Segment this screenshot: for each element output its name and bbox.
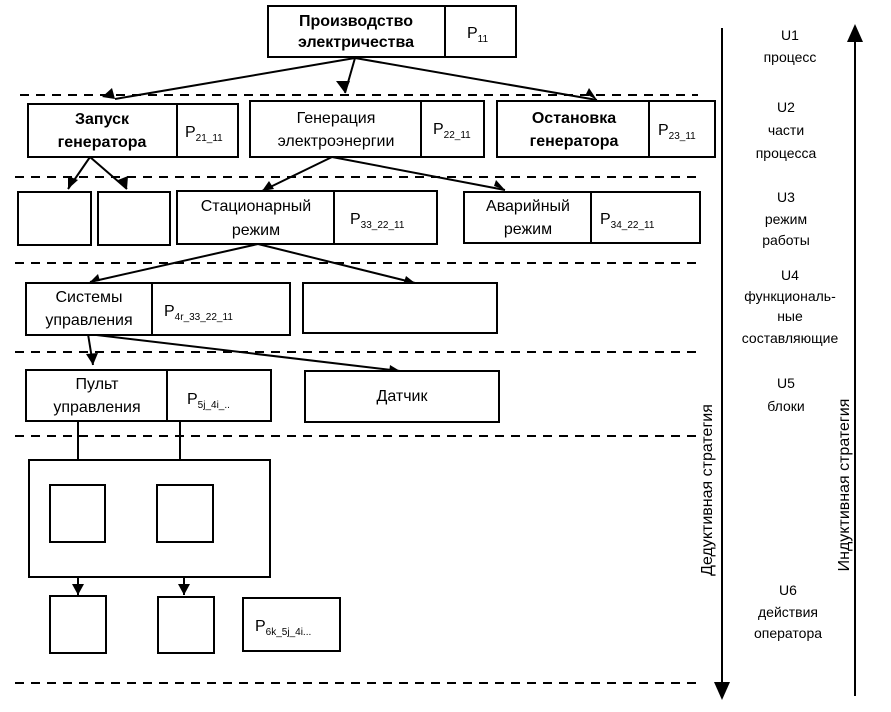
node-label-line: режим <box>232 222 280 239</box>
empty-box <box>302 282 498 334</box>
node-label-line: электроэнергии <box>278 133 395 150</box>
node-label-line: генератора <box>530 133 619 150</box>
level-code: U6 <box>779 582 797 598</box>
arrowhead <box>86 353 98 365</box>
level-u3-caption: U3 режим работы <box>762 189 810 248</box>
level-name: составляющие <box>742 330 839 346</box>
parameter-label: P5j_4i_.. <box>187 391 230 411</box>
node-label-line: Пульт <box>76 376 120 393</box>
node-label-line: управления <box>53 399 140 416</box>
arrowhead <box>262 181 274 191</box>
node-operator-action: P6k_5j_4i... <box>242 597 341 652</box>
level-name: блоки <box>767 398 804 414</box>
arrowhead <box>336 81 350 93</box>
level-code: U5 <box>777 375 795 391</box>
node-emergency-mode: Аварийный режим P34_22_11 <box>463 191 701 244</box>
level-name: процесса <box>756 145 817 161</box>
node-start-generator: Запуск генератора P21_11 <box>27 103 239 158</box>
node-stationary-mode: Стационарный режим P33_22_11 <box>176 190 438 245</box>
node-label-line: Остановка <box>532 110 616 127</box>
arrowhead <box>90 274 100 282</box>
action-box <box>157 596 215 654</box>
parameter-label: P23_11 <box>658 122 696 142</box>
parameter-label: P11 <box>467 25 488 45</box>
arrowhead <box>586 88 597 100</box>
empty-box <box>97 191 171 246</box>
parameter-label: P33_22_11 <box>350 211 405 231</box>
inductive-arrowhead <box>847 24 863 42</box>
connectors <box>67 28 856 696</box>
level-name: режим <box>765 211 807 227</box>
level-code: U4 <box>781 267 799 283</box>
level-code: U3 <box>777 189 795 205</box>
arrowhead <box>118 176 128 189</box>
node-label-line: Стационарный <box>201 198 312 215</box>
node-label-line: электричества <box>298 34 414 51</box>
node-label-line: Запуск <box>75 111 130 128</box>
node-production: Производство электричества P11 <box>267 5 517 58</box>
node-generation: Генерация электроэнергии P22_11 <box>249 100 485 158</box>
deductive-strategy-label: Дедуктивная стратегия <box>699 404 716 576</box>
level-name: ные <box>777 308 803 324</box>
level-name: функциональ- <box>744 288 836 304</box>
level-u2-caption: U2 части процесса <box>756 99 817 161</box>
level-name: оператора <box>754 625 822 641</box>
arrowheads <box>68 24 863 700</box>
parameter-label: P6k_5j_4i... <box>255 618 311 638</box>
action-box <box>49 595 107 654</box>
parameter-label: P34_22_11 <box>600 211 655 231</box>
inductive-strategy-label: Индуктивная стратегия <box>836 399 853 572</box>
node-label-line: режим <box>504 221 552 238</box>
level-code: U2 <box>777 99 795 115</box>
node-label-line: Системы <box>55 289 122 306</box>
node-control-panel: Пульт управления P5j_4i_.. <box>25 369 272 422</box>
parameter-label: P4r_33_22_11 <box>164 303 233 323</box>
panel-group <box>28 459 271 578</box>
level-name: действия <box>758 604 818 620</box>
level-name: работы <box>762 232 810 248</box>
level-name: части <box>768 122 804 138</box>
level-u6-caption: U6 действия оператора <box>754 582 822 641</box>
deductive-arrowhead <box>714 682 730 700</box>
node-label-line: управления <box>45 312 132 329</box>
node-stop-generator: Остановка генератора P23_11 <box>496 100 716 158</box>
level-separators <box>15 94 698 684</box>
arrowhead <box>72 584 84 595</box>
parameter-label: P21_11 <box>185 124 223 144</box>
level-code: U1 <box>781 27 799 43</box>
node-label-line: Производство <box>299 13 413 30</box>
empty-box <box>17 191 92 246</box>
level-u1-caption: U1 процесс <box>764 27 817 65</box>
node-label-line: генератора <box>58 134 147 151</box>
level-u4-caption: U4 функциональ- ные составляющие <box>742 267 839 346</box>
parameter-label: P22_11 <box>433 121 471 141</box>
node-label-line: Аварийный <box>486 198 570 215</box>
level-u5-caption: U5 блоки <box>767 375 804 414</box>
arrowhead <box>404 276 415 283</box>
arrowhead <box>68 176 78 189</box>
node-sensor: Датчик <box>304 370 500 423</box>
level-name: процесс <box>764 49 817 65</box>
arrowhead <box>178 584 190 595</box>
arrowhead <box>494 180 505 190</box>
node-label-line: Генерация <box>297 110 376 127</box>
node-control-systems: Системы управления P4r_33_22_11 <box>25 282 291 336</box>
node-label-line: Датчик <box>377 388 429 405</box>
arrowhead <box>102 88 115 99</box>
